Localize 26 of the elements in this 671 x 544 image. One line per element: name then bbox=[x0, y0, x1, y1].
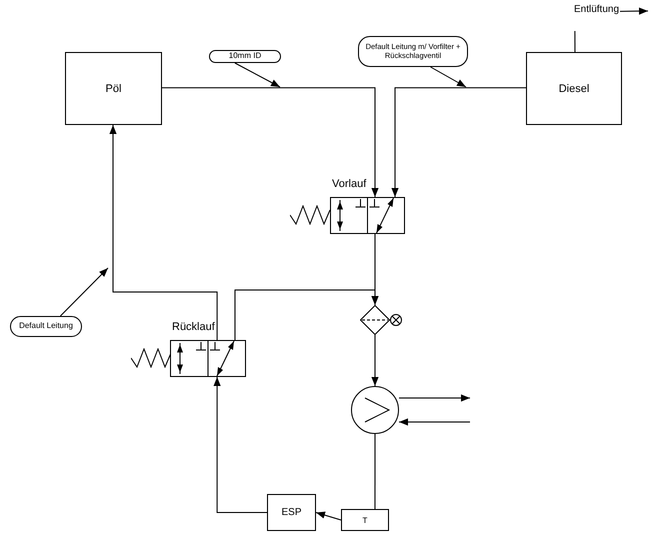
component-box: T bbox=[341, 509, 389, 531]
vent-label: Entlüftung bbox=[573, 3, 620, 31]
arrow bbox=[398, 418, 470, 426]
pipe-line bbox=[234, 290, 379, 340]
pipe-line bbox=[391, 87, 526, 198]
pipe-line bbox=[316, 512, 342, 520]
pipe-line bbox=[371, 334, 379, 386]
pipe-line bbox=[109, 124, 218, 340]
valve-label: Rücklauf bbox=[172, 321, 215, 333]
filter-symbol bbox=[360, 305, 390, 335]
arrow bbox=[398, 394, 470, 402]
pipe-line bbox=[162, 87, 379, 198]
pipe-line bbox=[214, 376, 268, 513]
component-box: ESP bbox=[267, 494, 316, 531]
arrow bbox=[60, 268, 108, 316]
arrow bbox=[620, 8, 648, 15]
heat-exchanger-symbol bbox=[351, 386, 399, 434]
arrow bbox=[234, 62, 280, 88]
callout-label: 10mm ID bbox=[209, 50, 281, 63]
component-box: Diesel bbox=[526, 52, 622, 125]
arrow bbox=[430, 66, 466, 88]
pipe-line bbox=[374, 434, 376, 510]
component-box: Pöl bbox=[65, 52, 162, 125]
callout-label: Default Leitung bbox=[10, 316, 82, 337]
valve-label: Vorlauf bbox=[332, 178, 366, 190]
pipe-line bbox=[574, 30, 576, 52]
